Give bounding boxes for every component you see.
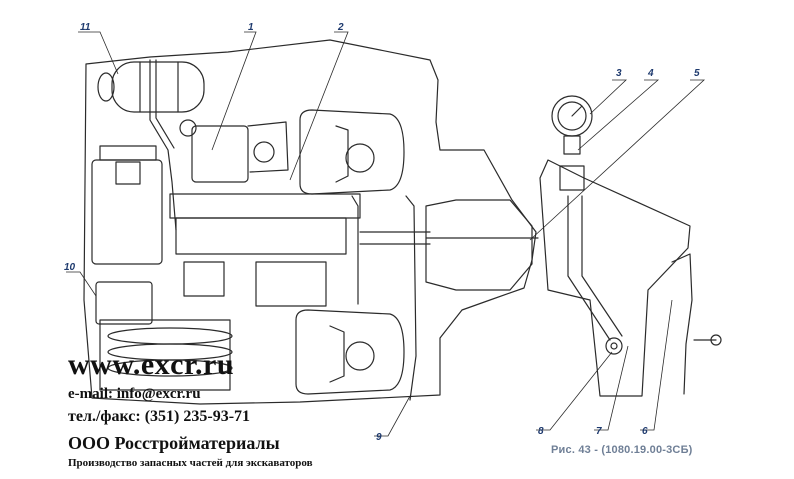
- leader-10: [66, 271, 97, 297]
- leader-4: [577, 79, 660, 151]
- lower-chamber: [295, 309, 405, 395]
- callout-2: 2: [337, 22, 344, 33]
- outlet-flange: [425, 199, 539, 291]
- callout-3: 3: [616, 68, 622, 79]
- leader-3: [589, 79, 628, 115]
- callout-4: 4: [647, 68, 654, 79]
- motor-block: [91, 145, 163, 265]
- watermark-site: www.excr.ru: [68, 348, 235, 381]
- receiver-tank: [97, 61, 205, 113]
- air-pipe: [155, 59, 175, 149]
- callout-8: 8: [538, 426, 544, 437]
- machine-outline: [83, 39, 537, 405]
- callout-9: 9: [376, 432, 382, 443]
- drain-pipe: [405, 195, 417, 401]
- leader-5: [529, 79, 706, 241]
- figure-caption: Рис. 43 - (1080.19.00-3СБ): [551, 444, 693, 456]
- watermark-slogan: Производство запасных частей для экскава…: [68, 457, 313, 469]
- leader-1: [211, 31, 257, 151]
- leader-8: [536, 351, 613, 431]
- drain-pipe: [351, 195, 359, 305]
- compressor-unit: [179, 119, 289, 183]
- leader-9: [374, 395, 411, 437]
- leader-7: [594, 345, 629, 431]
- leader-11: [78, 31, 119, 75]
- callout-7: 7: [596, 426, 602, 437]
- central-shaft: [169, 193, 431, 307]
- gear-cluster: [95, 281, 233, 391]
- leader-2: [289, 31, 349, 181]
- air-pipe: [149, 59, 177, 231]
- detail-view: [539, 95, 722, 397]
- watermark-org: ООО Росстройматериалы: [68, 433, 280, 453]
- callout-5: 5: [694, 68, 700, 79]
- upper-chamber: [299, 109, 405, 195]
- callout-6: 6: [642, 426, 648, 437]
- watermark-phone: тел./факс: (351) 235-93-71: [68, 408, 251, 425]
- callout-10: 10: [64, 262, 76, 273]
- leader-6: [640, 299, 673, 431]
- callout-1: 1: [248, 22, 254, 33]
- callout-11: 11: [80, 22, 91, 33]
- watermark-email: e-mail: info@excr.ru: [68, 386, 201, 402]
